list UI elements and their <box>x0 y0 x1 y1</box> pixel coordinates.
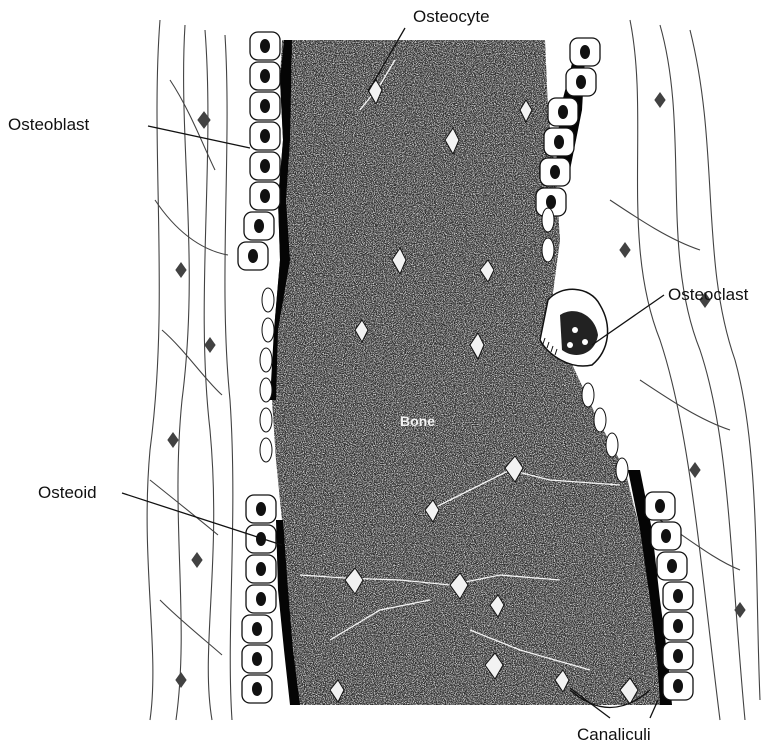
osteoblast-pointer <box>148 126 250 148</box>
osteoblast-cell <box>246 495 276 523</box>
osteoblast-cell <box>250 152 280 180</box>
osteoblast-cell <box>250 32 280 60</box>
osteoblast-cell <box>657 552 687 580</box>
osteoblast-cell <box>250 62 280 90</box>
osteoblast-cell <box>242 615 272 643</box>
osteoblast-cell <box>663 642 693 670</box>
osteoblast-cell <box>540 158 570 186</box>
label-osteoclast: Osteoclast <box>668 286 748 303</box>
osteoblast-cell <box>570 38 600 66</box>
osteoblast-cell <box>566 68 596 96</box>
osteoblast-cell <box>246 555 276 583</box>
osteoblast-cell <box>544 128 574 156</box>
osteoblast-cell <box>246 525 276 553</box>
osteoblast-cell <box>246 585 276 613</box>
label-osteocyte: Osteocyte <box>413 8 490 25</box>
osteoblast-cell <box>651 522 681 550</box>
connective-tissue-left <box>147 20 233 720</box>
osteoblast-cell <box>250 182 280 210</box>
label-bone: Bone <box>400 414 435 428</box>
osteoblast-cell <box>244 212 274 240</box>
label-osteoblast: Osteoblast <box>8 116 89 133</box>
osteoblast-cell <box>250 92 280 120</box>
osteoblast-cell <box>663 672 693 700</box>
osteoblast-cell <box>645 492 675 520</box>
osteoblast-cell <box>238 242 268 270</box>
label-canaliculi: Canaliculi <box>577 726 651 743</box>
osteoblast-layer-left-top <box>238 32 280 270</box>
osteoblast-cell <box>663 612 693 640</box>
osteoblast-cell <box>250 122 280 150</box>
bone-matrix <box>270 40 665 705</box>
osteoblast-layer-left-bottom <box>242 495 276 703</box>
osteoblast-cell <box>242 675 272 703</box>
osteoblast-cell <box>663 582 693 610</box>
osteoblast-cell <box>242 645 272 673</box>
label-osteoid: Osteoid <box>38 484 97 501</box>
osteoblast-cell <box>548 98 578 126</box>
